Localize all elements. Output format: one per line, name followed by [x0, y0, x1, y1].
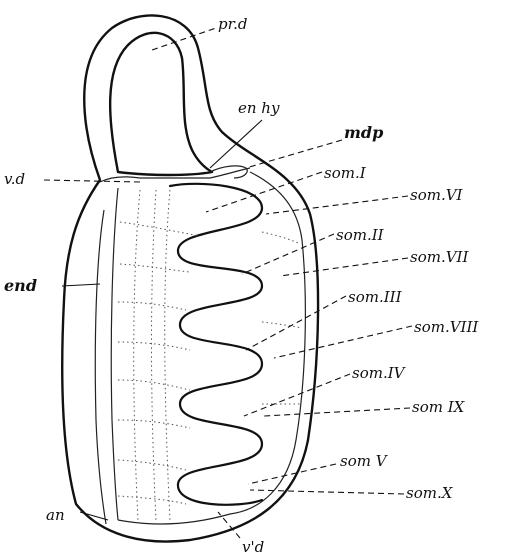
label-pr-d: pr.d [218, 15, 248, 33]
label-som-III: som.III [348, 288, 403, 306]
leader-som-9 [264, 408, 410, 416]
label-mdp: mdp [344, 123, 383, 142]
leader-som-4 [244, 374, 350, 416]
label-som-V: som V [340, 452, 389, 470]
label-v-prime-d: v'd [242, 538, 264, 556]
label-an: an [46, 506, 65, 524]
leader-som-1 [206, 172, 322, 212]
right-dot-1 [262, 232, 300, 244]
inner-cavity-outline [110, 33, 212, 175]
dotted-vertical-1 [134, 190, 140, 520]
leader-som-8 [274, 326, 412, 358]
label-som-I: som.I [324, 164, 367, 182]
somite-boundary-4 [118, 342, 190, 350]
label-som-II: som.II [336, 226, 385, 244]
somite-boundary-6 [118, 420, 190, 428]
label-end: end [4, 276, 37, 295]
leader-som-6 [266, 196, 408, 214]
leader-end [62, 284, 100, 286]
endoderm-outer-line [95, 210, 106, 524]
somite-boundary-5 [118, 380, 190, 390]
dotted-vertical-3 [165, 190, 170, 520]
dotted-vertical-2 [152, 190, 157, 520]
label-som-IX: som IX [412, 398, 466, 416]
bottom-inner-line [118, 514, 230, 524]
label-som-IV: som.IV [352, 364, 407, 382]
somite-serpentine [170, 184, 262, 505]
endoderm-inner-line [111, 188, 118, 520]
label-en-hy: en hy [238, 99, 280, 117]
leader-pr-d [152, 28, 216, 50]
label-v-d: v.d [4, 170, 25, 188]
leader-som-2 [242, 234, 334, 274]
embryo-outer-outline [62, 15, 318, 541]
label-som-VII: som.VII [410, 248, 469, 266]
somite-boundary-7 [118, 460, 186, 470]
label-som-X: som.X [406, 484, 454, 502]
label-som-VI: som.VI [410, 186, 464, 204]
somite-boundary-8 [118, 496, 186, 504]
somite-boundary-2 [120, 264, 190, 272]
leader-v-d [44, 180, 140, 182]
leader-som-7 [280, 258, 408, 276]
somite-boundary-1 [120, 222, 200, 236]
right-dot-2 [262, 322, 302, 328]
leader-som-3 [246, 296, 346, 350]
label-som-VIII: som.VIII [414, 318, 479, 336]
